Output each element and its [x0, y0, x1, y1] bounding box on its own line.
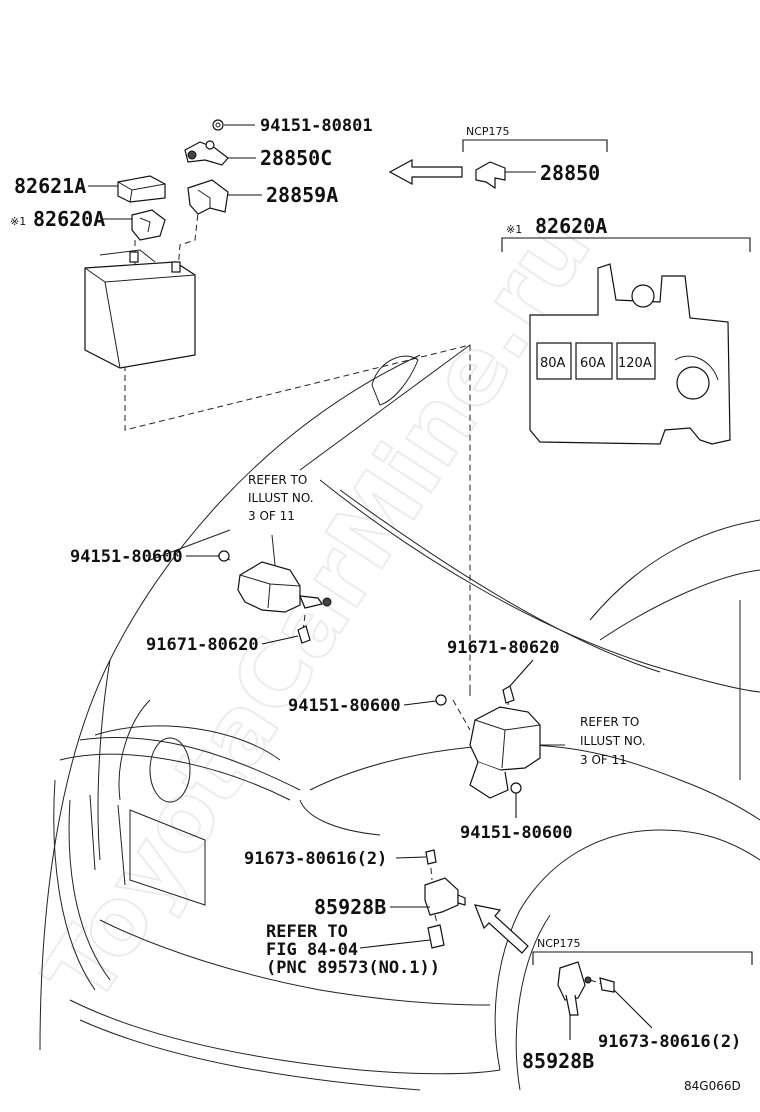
- label-fuse-block-prefix: ※1: [10, 215, 26, 228]
- ncp-bracket-top: [462, 139, 608, 152]
- label-ncp-horn-bolt: 91673-80616(2): [598, 1032, 741, 1052]
- fuse-block-detail: 80A 60A 120A: [501, 237, 751, 445]
- label-ncp-horn: 85928B: [522, 1049, 594, 1073]
- refer-right-line1: REFER TO: [580, 715, 639, 729]
- label-left-bolt: 91671-80620: [146, 635, 259, 655]
- label-ncp-clamp: 28850: [540, 161, 600, 185]
- refer-left-line2: ILLUST NO.: [248, 491, 314, 505]
- guide-lines: [124, 194, 606, 986]
- label-cover: 82621A: [14, 174, 86, 198]
- battery: [84, 249, 196, 369]
- refer-fig-line3: (PNC 89573(NO.1)): [266, 958, 440, 978]
- refer-fig-line2: FIG 84-04: [266, 940, 358, 960]
- arrow-left-icon: [388, 158, 463, 186]
- label-fuse-detail-part: 82620A: [535, 214, 607, 238]
- relay-box-left: [218, 534, 332, 644]
- vehicle-body-outline: [39, 354, 760, 1091]
- horn-center: [424, 849, 466, 949]
- label-clamp-c: 28850C: [260, 146, 332, 170]
- holder-a: [187, 179, 229, 215]
- label-ncp-bottom: NCP175: [537, 937, 581, 950]
- label-right-nut-top: 94151-80600: [288, 696, 401, 716]
- label-fuse-detail-prefix: ※1: [506, 223, 522, 236]
- label-holder-a: 28859A: [266, 183, 338, 207]
- refer-left-line3: 3 OF 11: [248, 509, 295, 523]
- nut-top: [212, 119, 224, 131]
- cover-82621a: [117, 175, 166, 203]
- leader-lines: [88, 124, 653, 1040]
- ncp-clamp-28850: [475, 161, 506, 190]
- fuse-80a: [536, 342, 572, 380]
- label-right-bolt: 91671-80620: [447, 638, 560, 658]
- refer-right-line2: ILLUST NO.: [580, 734, 646, 748]
- fuse-label-120a: 120A: [618, 356, 652, 371]
- fuse-label-80a: 80A: [540, 356, 566, 371]
- terminal-clamp-c: [184, 140, 229, 166]
- fuse-120a: [616, 342, 656, 380]
- arrow-up-left-icon: [474, 904, 529, 954]
- fuse-label-60a: 60A: [580, 356, 606, 371]
- label-horn: 85928B: [314, 895, 386, 919]
- fuse-60a: [575, 342, 613, 380]
- label-nut-top: 94151-80801: [260, 116, 373, 136]
- refer-left-line1: REFER TO: [248, 473, 307, 487]
- label-horn-bolt: 91673-80616(2): [244, 849, 387, 869]
- label-ncp-top: NCP175: [466, 125, 510, 138]
- refer-fig-line1: REFER TO: [266, 922, 348, 942]
- label-right-nut-bottom: 94151-80600: [460, 823, 573, 843]
- refer-right-line3: 3 OF 11: [580, 753, 627, 767]
- diagram-code: 84G066D: [684, 1079, 741, 1093]
- horn-ncp: [557, 961, 615, 1016]
- ncp-bracket-bottom: [532, 951, 753, 965]
- label-left-nut: 94151-80600: [70, 547, 183, 567]
- label-fuse-block: 82620A: [33, 207, 105, 231]
- fuse-block-small: [131, 209, 166, 241]
- relay-box-right: [435, 685, 565, 799]
